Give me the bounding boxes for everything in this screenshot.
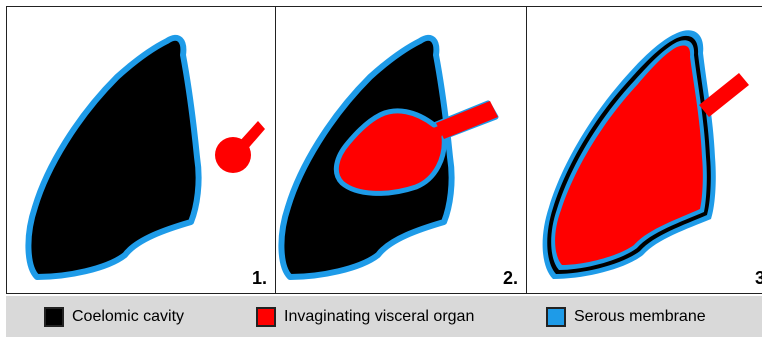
swatch-black-icon — [44, 307, 64, 327]
panel-number: 1. — [252, 268, 267, 289]
coelomic-cavity-shape — [28, 38, 198, 277]
legend-label: Invaginating visceral organ — [284, 308, 474, 326]
panel-1-figure — [7, 7, 276, 294]
visceral-organ — [215, 137, 251, 173]
panel-2: 2. — [275, 6, 527, 294]
panel-number: 3. — [755, 268, 762, 289]
diagram-panels: 1. 2. 3. — [6, 6, 762, 296]
legend: Coelomic cavity Invaginating visceral or… — [6, 296, 762, 337]
panel-3: 3. — [526, 6, 762, 294]
legend-item-serous-membrane: Serous membrane — [546, 307, 706, 327]
legend-item-coelomic-cavity: Coelomic cavity — [44, 307, 184, 327]
legend-label: Coelomic cavity — [72, 308, 184, 326]
legend-label: Serous membrane — [574, 308, 706, 326]
panel-2-figure — [276, 7, 527, 294]
panel-1: 1. — [6, 6, 276, 294]
panel-number: 2. — [503, 268, 518, 289]
swatch-blue-icon — [546, 307, 566, 327]
legend-item-visceral-organ: Invaginating visceral organ — [256, 307, 474, 327]
panel-3-figure — [527, 7, 762, 294]
swatch-red-icon — [256, 307, 276, 327]
